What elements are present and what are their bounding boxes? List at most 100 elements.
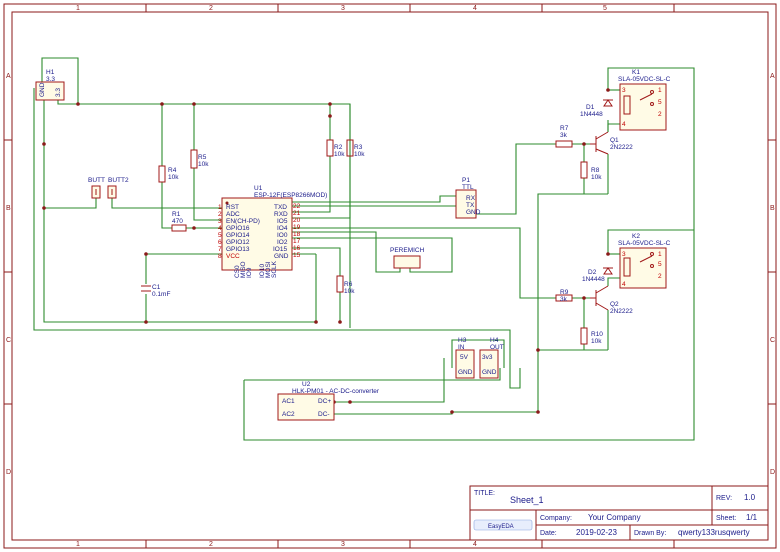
r2-value: 10k — [334, 151, 345, 158]
h4-ref: H4 — [490, 337, 499, 344]
sheet-title: Sheet_1 — [510, 495, 544, 505]
col-label: 4 — [473, 541, 477, 548]
resistor-r2[interactable]: R2 10k — [326, 139, 345, 158]
u1-num: 16 — [293, 245, 301, 252]
h1-33-label: 3.3 — [55, 88, 62, 97]
r5-ref: R5 — [198, 154, 207, 161]
butt-label: BUTT — [88, 177, 105, 184]
p1-name: TTL — [462, 184, 474, 191]
k1-ref: K1 — [632, 69, 640, 76]
k1-value: SLA-05VDC-SL-C — [618, 76, 671, 83]
u1-left-pins: RST ADC EN(CH-PD) GPIO16 GPIO14 GPIO12 G… — [226, 204, 260, 260]
q1-value: 2N2222 — [610, 144, 633, 151]
u1-num: 2 — [218, 211, 222, 218]
row-label: C — [6, 337, 11, 344]
k2-pin: 2 — [658, 273, 662, 280]
u2-pin-ac1: AC1 — [282, 398, 295, 405]
resistor-r9[interactable]: R9 3k — [555, 289, 573, 303]
k2-pin: 5 — [658, 261, 662, 268]
resistor-r1[interactable]: R1 470 — [171, 211, 187, 232]
u1-pin-io9: IO9 — [246, 267, 253, 278]
button-butt2[interactable]: BUTT2 — [107, 177, 129, 199]
h4-pin-gnd: GND — [482, 369, 497, 376]
k2-pin: 1 — [658, 251, 662, 258]
drawn-by-label: Drawn By: — [634, 530, 666, 537]
row-label: C — [770, 337, 775, 344]
capacitor-c1[interactable]: C1 0.1mF — [141, 284, 170, 298]
u1-pin-miso: MISO — [240, 261, 247, 278]
u1-pin-rxd: RXD — [274, 211, 288, 218]
k2-ref: K2 — [632, 233, 640, 240]
row-label: A — [6, 73, 11, 80]
ic-u1-esp12f[interactable]: U1 ESP-12F(ESP8266MOD) RST ADC EN(CH-PD)… — [218, 185, 327, 278]
resistor-r6[interactable]: R6 10k — [336, 275, 355, 295]
u1-pin-sclk: SCLK — [271, 260, 278, 278]
resistor-r3[interactable]: R3 10k — [346, 139, 365, 158]
u1-num: 3 — [218, 218, 222, 225]
u1-num: 7 — [218, 246, 222, 253]
sheet-value: 1/1 — [746, 513, 758, 522]
jumper-peremich[interactable]: PEREMICH — [390, 247, 425, 269]
r3-value: 10k — [354, 151, 365, 158]
row-label: B — [770, 205, 775, 212]
u1-pin-gpio16: GPIO16 — [226, 225, 250, 232]
company-label: Company: — [540, 515, 572, 522]
d2-value: 1N4448 — [582, 276, 605, 283]
resistor-r10[interactable]: R10 10k — [580, 327, 603, 345]
wires — [33, 57, 695, 441]
h4-name: OUT — [490, 344, 504, 351]
d1-ref: D1 — [586, 104, 595, 111]
diode-d1[interactable]: D1 1N4448 — [580, 99, 613, 118]
relay-k1[interactable]: K1 SLA-05VDC-SL-C 3 4 1 5 2 — [618, 69, 671, 131]
d2-ref: D2 — [588, 269, 597, 276]
row-labels-right: A B C D — [770, 73, 775, 476]
u1-bottom-pins: CS0 MISO IO9 IO10 MOSI SCLK — [234, 260, 278, 278]
col-label: 2 — [209, 541, 213, 548]
u1-name: ESP-12F(ESP8266MOD) — [254, 192, 327, 199]
peremich-label: PEREMICH — [390, 247, 425, 254]
u2-pin-ac2: AC2 — [282, 411, 295, 418]
u1-pin-rst: RST — [226, 204, 239, 211]
u1-right-pins: TXD RXD IO5 IO4 IO0 IO2 IO15 GND — [273, 204, 289, 260]
row-label: D — [770, 469, 775, 476]
k2-pin: 3 — [622, 251, 626, 258]
h3-name: IN — [458, 344, 465, 351]
u1-num: 17 — [293, 238, 301, 245]
butt2-label: BUTT2 — [108, 177, 129, 184]
p1-pin-gnd: GND — [466, 209, 481, 216]
connector-p1-ttl[interactable]: P1 TTL RX TX GND — [455, 177, 481, 219]
button-butt[interactable]: BUTT — [88, 177, 105, 199]
u1-num: 18 — [293, 231, 301, 238]
k1-pin: 4 — [622, 121, 626, 128]
diode-d2[interactable]: D2 1N4448 — [582, 267, 613, 283]
r7-ref: R7 — [560, 125, 569, 132]
sheet-label: Sheet: — [716, 515, 736, 522]
connector-h3-in[interactable]: H3 IN 5V GND — [455, 337, 475, 379]
p1-pin-rx: RX — [466, 195, 476, 202]
resistor-r4[interactable]: R4 10k — [158, 165, 179, 183]
col-label: 5 — [603, 5, 607, 12]
r9-value: 3k — [560, 296, 568, 303]
transistor-q1[interactable]: Q1 2N2222 — [590, 131, 633, 155]
u1-pin-gpio12: GPIO12 — [226, 239, 250, 246]
connector-h4-out[interactable]: H4 OUT 3v3 GND — [479, 337, 504, 379]
p1-ref: P1 — [462, 177, 470, 184]
r3-ref: R3 — [354, 144, 363, 151]
u1-pin-io0: IO0 — [277, 232, 288, 239]
resistor-r7[interactable]: R7 3k — [555, 125, 573, 148]
row-label: D — [6, 469, 11, 476]
q1-ref: Q1 — [610, 137, 619, 144]
transistor-q2[interactable]: Q2 2N2222 — [590, 285, 633, 315]
u1-num: 22 — [293, 203, 301, 210]
rev-value: 1.0 — [744, 493, 756, 502]
u1-right-numbers: 22 21 20 19 18 17 16 15 — [293, 203, 301, 259]
resistor-r5[interactable]: R5 10k — [190, 149, 209, 169]
module-u2-hlk-pm01[interactable]: U2 HLK-PM01 - AC-DC-converter AC1 AC2 DC… — [277, 381, 380, 421]
row-labels-left: A B C D — [6, 73, 11, 476]
relay-k2[interactable]: K2 SLA-05VDC-SL-C 3 4 1 5 2 — [618, 233, 671, 289]
resistor-r8[interactable]: R8 10k — [580, 161, 602, 181]
u1-num: 20 — [293, 217, 301, 224]
k1-pin: 2 — [658, 111, 662, 118]
header-h1[interactable]: H1 3.3 GND 3.3 — [35, 69, 65, 101]
h4-pin-3v3: 3v3 — [482, 354, 493, 361]
